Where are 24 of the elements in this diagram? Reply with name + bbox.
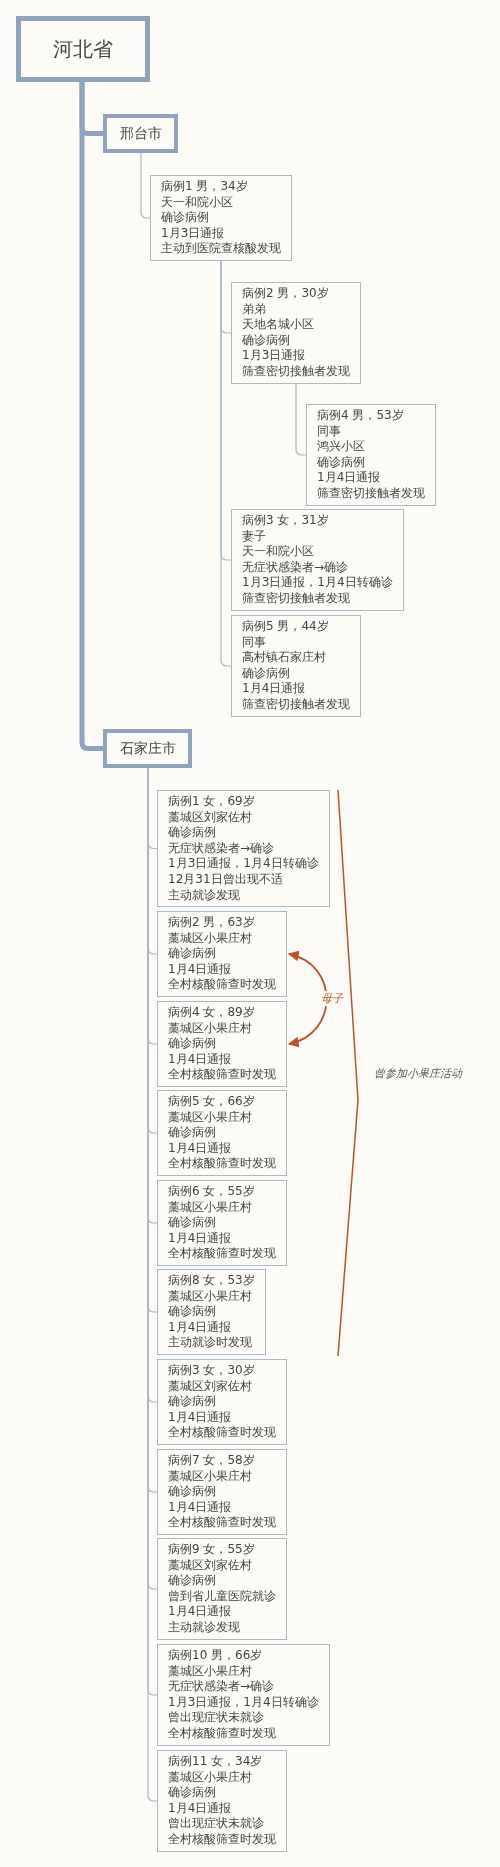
case-box: 病例9 女，55岁 藁城区刘家佐村 确诊病例 曾到省儿童医院就诊 1月4日通报 主动就诊发现 [157,1538,287,1640]
case-box: 病例4 女，89岁 藁城区小果庄村 确诊病例 1月4日通报 全村核酸筛查时发现 [157,1001,287,1087]
case-box: 病例7 女，58岁 藁城区小果庄村 确诊病例 1月4日通报 全村核酸筛查时发现 [157,1449,287,1535]
case-box: 病例5 男，44岁 同事 高村镇石家庄村 确诊病例 1月4日通报 筛查密切接触者发现 [231,615,361,717]
case-box: 病例5 女，66岁 藁城区小果庄村 确诊病例 1月4日通报 全村核酸筛查时发现 [157,1090,287,1176]
connector-line [140,152,151,219]
case-box: 病例1 女，69岁 藁城区刘家佐村 确诊病例 无症状感染者→确诊 1月3日通报，1月4日转确诊 12月31日曾出现不适 主动就诊发现 [157,790,330,908]
edge-label: 母子 [319,991,345,1006]
arrow [287,951,328,1047]
case-box: 病例3 女，30岁 藁城区刘家佐村 确诊病例 1月4日通报 全村核酸筛查时发现 [157,1359,287,1445]
case-box: 病例6 女，55岁 藁城区小果庄村 确诊病例 1月4日通报 全村核酸筛查时发现 [157,1180,287,1266]
case-box: 病例10 男，66岁 藁城区小果庄村 无症状感染者→确诊 1月3日通报，1月4日转确诊 曾出现症状未就诊 全村核酸筛查时发现 [157,1644,330,1746]
case-box: 病例2 男，30岁 弟弟 天地名城小区 确诊病例 1月3日通报 筛查密切接触者发现 [231,282,361,384]
case-box: 病例11 女，34岁 藁城区小果庄村 确诊病例 1月4日通报 曾出现症状未就诊 全村核酸筛查时发现 [157,1750,287,1852]
case-box: 病例2 男，63岁 藁城区小果庄村 确诊病例 1月4日通报 全村核酸筛查时发现 [157,911,287,997]
city-box: 邢台市 [103,114,178,153]
case-box: 病例4 男，53岁 同事 鸿兴小区 确诊病例 1月4日通报 筛查密切接触者发现 [306,404,436,506]
case-box: 病例8 女，53岁 藁城区小果庄村 确诊病例 1月4日通报 主动就诊时发现 [157,1269,266,1355]
province-box: 河北省 [16,16,150,82]
connector-line [79,82,103,751]
case-box: 病例1 男，34岁 天一和院小区 确诊病例 1月3日通报 主动到医院查核酸发现 [150,175,292,261]
city-box: 石家庄市 [103,729,192,768]
case-box: 病例3 女，31岁 妻子 天一和院小区 无症状感染者→确诊 1月3日通报，1月4日转确诊 筛查密切接触者发现 [231,509,404,611]
note-text: 曾参加小果庄活动 [374,1066,462,1081]
